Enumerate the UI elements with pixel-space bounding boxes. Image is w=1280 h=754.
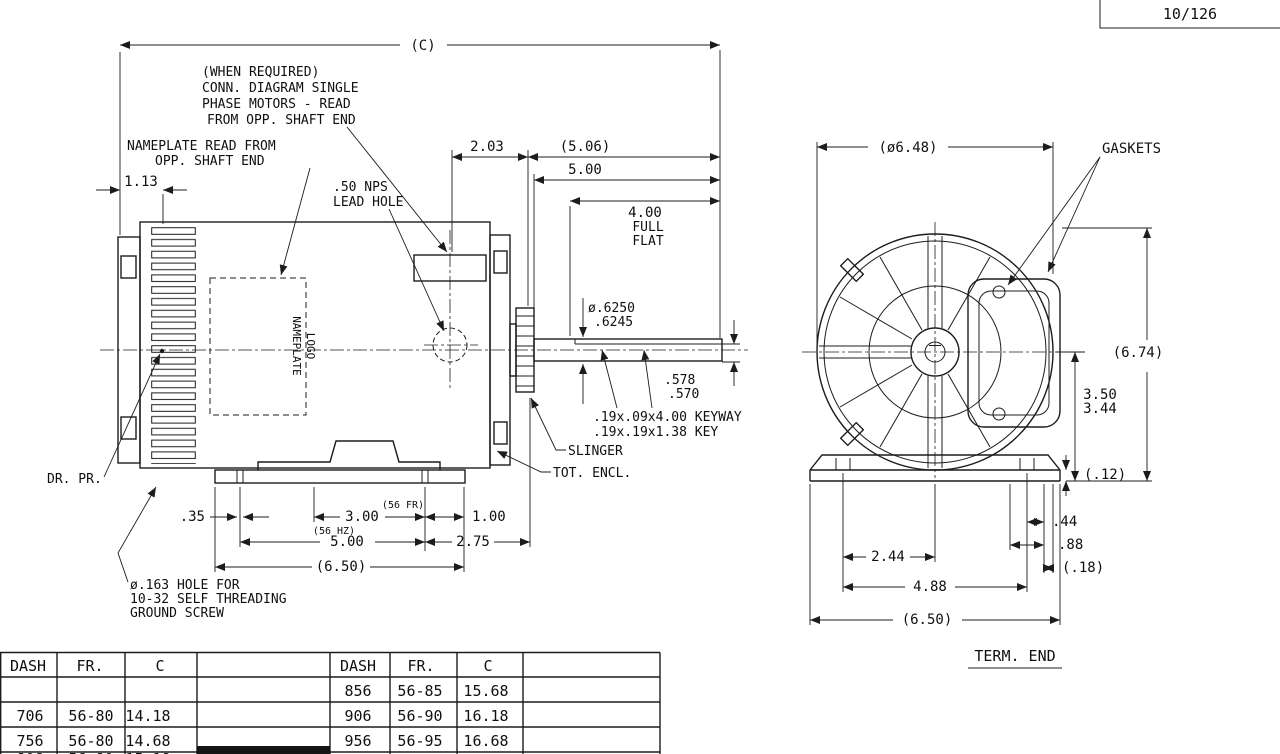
drain-hole-dot [159,348,165,354]
dim-2-03-label: 2.03 [470,139,504,155]
dim-4-00-label: 4.00 [628,205,662,221]
right-header-fr: FR. [407,657,434,675]
dim-0-44-label: .44 [1052,514,1077,530]
ground-note-line2: 10-32 SELF THREADING [130,592,287,607]
end-view-geometry [802,222,1068,482]
table-cell: 14.68 [125,732,170,750]
table-cell: 756 [16,732,43,750]
table-cell: 706 [16,707,43,725]
nameplate-logo-line2: LOGO [304,333,317,360]
table-cell: 56-80 [68,750,113,754]
conn-note-line2: CONN. DIAGRAM SINGLE [202,81,359,96]
table-cell: 56-80 [68,707,113,725]
shaft-dia-line2: .6245 [594,315,633,330]
dim-dia-6-48-label: (ø6.48) [878,140,937,156]
ground-note-line1: ø.163 HOLE FOR [130,578,240,593]
conn-note-line3: PHASE MOTORS - READ [202,97,351,112]
shaft-dia-line1: ø.6250 [588,301,635,316]
table-cell: 906 [344,707,371,725]
table-cell: 16.18 [463,707,508,725]
dash-table-right: DASH FR. C 856 56-85 15.68 906 56-90 16.… [340,657,509,750]
table-cell: 56-80 [68,732,113,750]
tag-56-hz: (56 HZ) [313,526,355,537]
dim-0-12-label: (.12) [1084,467,1126,483]
dim-2-75-label: 2.75 [456,534,490,550]
keyway-depth-line1: .578 [664,373,695,388]
keyway-depth-line2: .570 [668,387,699,402]
left-header-dash: DASH [10,657,46,675]
dash-table-left: DASH FR. C 706 56-80 14.18 756 56-80 14.… [10,657,171,754]
page-number: 10/126 [1163,5,1217,23]
lead-hole-note-line1: .50 NPS [333,180,388,195]
table-cell: 15.18 [125,750,170,754]
dim-0-35-label: .35 [180,509,205,525]
gaskets-label: GASKETS [1102,141,1161,157]
right-header-dash: DASH [340,657,376,675]
end-base [809,454,1061,482]
table-cell: 56-95 [397,732,442,750]
nameplate-note-line1: NAMEPLATE READ FROM [127,139,276,154]
left-header-fr: FR. [76,657,103,675]
shaft [533,338,723,362]
vent-fins [151,227,196,464]
nameplate-outline [209,277,307,416]
table-cell: 856 [344,682,371,700]
dim-1-00-label: 1.00 [472,509,506,525]
mounting-base [214,440,466,484]
clamp-bolt-top [839,257,865,283]
full-label: FULL [632,220,663,235]
table-cell: 14.18 [125,707,170,725]
dim-0-18-label: (.18) [1062,560,1104,576]
keyway-note: .19x.09x4.00 KEYWAY [593,410,742,425]
page-number-box: 10/126 [1099,0,1280,29]
conn-note-line4: FROM OPP. SHAFT END [207,113,356,128]
table-bottom-bar [197,746,330,754]
end-ribs [819,236,991,468]
tot-encl-label: TOT. ENCL. [553,466,631,481]
table-cell: 56-90 [397,707,442,725]
dim-6-50-side-label: (6.50) [316,559,367,575]
table-cell: 56-85 [397,682,442,700]
dim-3-44-label: 3.44 [1083,401,1117,417]
dr-pr-label: DR. PR. [47,472,102,487]
slinger-label: SLINGER [568,444,623,459]
gasket-top-circle [992,285,1006,299]
conn-note-line1: (WHEN REQUIRED) [202,65,319,80]
dim-6-74-label: (6.74) [1113,345,1164,361]
key-note: .19x.19x1.38 KEY [593,425,718,440]
dim-5-00-shaft-label: 5.00 [568,162,602,178]
dim-4-88-label: 4.88 [913,579,947,595]
table-cell: 956 [344,732,371,750]
end-view-dimensions: (ø6.48) GASKETS (6.74) 3.50 3.44 (.12) .… [809,140,1164,669]
table-cell: 15.68 [463,682,508,700]
side-view-geometry: NAMEPLATE LOGO [100,221,748,484]
dim-c-label: (C) [410,38,435,54]
right-header-c: C [483,657,492,675]
nameplate-logo-line1: NAMEPLATE [290,316,303,376]
table-cell: 806 [16,750,43,754]
term-end-label: TERM. END [974,647,1055,665]
gasket-bottom-circle [992,407,1006,421]
side-view-dimensions: (C) (WHEN REQUIRED) CONN. DIAGRAM SINGLE… [47,38,742,621]
dim-3-00-label: 3.00 [345,509,379,525]
tag-56-fr: (56 FR) [382,500,424,511]
dimension-tables: DASH FR. C 706 56-80 14.18 756 56-80 14.… [0,651,661,754]
dim-5-00-base-label: 5.00 [330,534,364,550]
dim-2-44-label: 2.44 [871,549,905,565]
left-header-c: C [155,657,164,675]
dim-5-06-label: (5.06) [560,139,611,155]
dim-1-13-label: 1.13 [124,174,158,190]
nameplate-note-line2: OPP. SHAFT END [155,154,265,169]
table-cell: 16.68 [463,732,508,750]
ground-note-line3: GROUND SCREW [130,606,224,621]
dim-3-50-label: 3.50 [1083,387,1117,403]
dim-0-88-label: .88 [1058,537,1083,553]
clamp-bolt-bottom [839,421,865,447]
lead-hole-note-line2: LEAD HOLE [333,195,403,210]
dim-6-50-end-label: (6.50) [902,612,953,628]
flat-label: FLAT [632,234,663,249]
